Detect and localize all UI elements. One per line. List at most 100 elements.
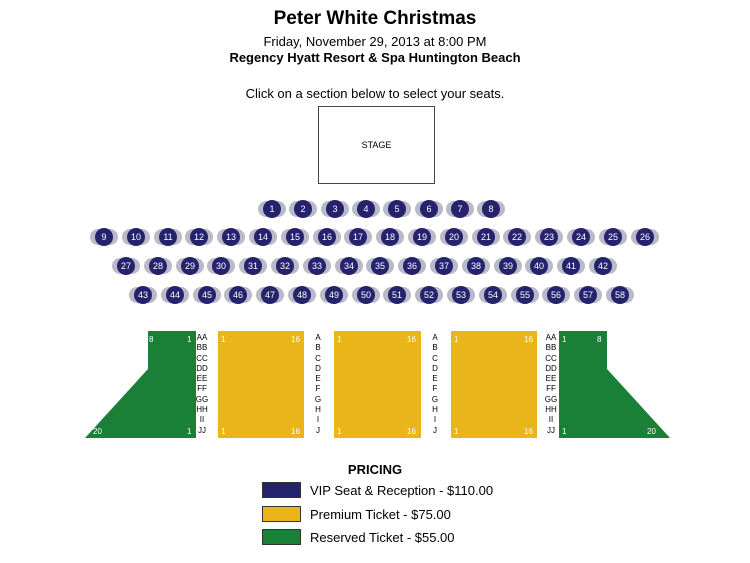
- vip-table[interactable]: 25: [599, 227, 627, 247]
- vip-table[interactable]: 22: [503, 227, 531, 247]
- table-number: 6: [420, 200, 438, 218]
- vip-table[interactable]: 52: [415, 285, 443, 305]
- vip-table[interactable]: 35: [366, 256, 394, 276]
- vip-table[interactable]: 42: [589, 256, 617, 276]
- vip-table[interactable]: 14: [249, 227, 277, 247]
- vip-table[interactable]: 56: [542, 285, 570, 305]
- seat-number-label: 1: [187, 335, 192, 344]
- row-label: C: [315, 353, 321, 363]
- table-number: 7: [451, 200, 469, 218]
- vip-table[interactable]: 16: [313, 227, 341, 247]
- vip-table[interactable]: 1: [258, 199, 286, 219]
- vip-table[interactable]: 24: [567, 227, 595, 247]
- vip-table[interactable]: 45: [193, 285, 221, 305]
- seat-number-label: 1: [454, 335, 459, 344]
- vip-table[interactable]: 46: [224, 285, 252, 305]
- vip-table[interactable]: 49: [320, 285, 348, 305]
- vip-table[interactable]: 31: [239, 256, 267, 276]
- row-label: GG: [195, 394, 209, 404]
- vip-table[interactable]: 47: [256, 285, 284, 305]
- vip-table[interactable]: 8: [477, 199, 505, 219]
- seat-number-label: 1: [221, 427, 226, 436]
- vip-table[interactable]: 38: [462, 256, 490, 276]
- table-number: 58: [611, 286, 629, 304]
- vip-table[interactable]: 28: [144, 256, 172, 276]
- table-number: 51: [388, 286, 406, 304]
- stage-label: STAGE: [361, 140, 392, 150]
- row-label: HH: [545, 405, 557, 415]
- vip-table[interactable]: 37: [430, 256, 458, 276]
- vip-table[interactable]: 13: [217, 227, 245, 247]
- table-number: 25: [604, 228, 622, 246]
- row-label: I: [316, 415, 320, 425]
- table-number: 28: [149, 257, 167, 275]
- vip-table[interactable]: 7: [446, 199, 474, 219]
- vip-table[interactable]: 9: [90, 227, 118, 247]
- row-label: GG: [544, 394, 558, 404]
- row-label: E: [315, 374, 321, 384]
- legend-label: Reserved Ticket - $55.00: [310, 529, 455, 545]
- vip-table[interactable]: 10: [122, 227, 150, 247]
- vip-table[interactable]: 5: [383, 199, 411, 219]
- table-number: 53: [452, 286, 470, 304]
- table-number: 52: [420, 286, 438, 304]
- row-label: F: [315, 384, 321, 394]
- vip-table[interactable]: 4: [352, 199, 380, 219]
- vip-table[interactable]: 57: [574, 285, 602, 305]
- vip-table[interactable]: 58: [606, 285, 634, 305]
- vip-table[interactable]: 19: [408, 227, 436, 247]
- vip-table[interactable]: 23: [535, 227, 563, 247]
- table-number: 42: [594, 257, 612, 275]
- vip-table[interactable]: 43: [129, 285, 157, 305]
- table-number: 40: [530, 257, 548, 275]
- vip-table[interactable]: 2: [289, 199, 317, 219]
- table-number: 23: [540, 228, 558, 246]
- vip-table[interactable]: 3: [321, 199, 349, 219]
- section-reserved-left[interactable]: [85, 331, 196, 438]
- vip-table[interactable]: 6: [415, 199, 443, 219]
- row-label: DD: [196, 363, 208, 373]
- event-venue: Regency Hyatt Resort & Spa Huntington Be…: [229, 50, 521, 65]
- section-premium-left[interactable]: [218, 331, 304, 438]
- section-premium-center[interactable]: [334, 331, 421, 438]
- vip-table[interactable]: 36: [398, 256, 426, 276]
- vip-table[interactable]: 53: [447, 285, 475, 305]
- legend-swatch: [262, 482, 301, 498]
- vip-table[interactable]: 44: [161, 285, 189, 305]
- vip-table[interactable]: 55: [511, 285, 539, 305]
- table-number: 47: [261, 286, 279, 304]
- vip-table[interactable]: 50: [352, 285, 380, 305]
- seat-selection-instructions: Click on a section below to select your …: [245, 86, 505, 101]
- vip-table[interactable]: 27: [112, 256, 140, 276]
- row-label: I: [433, 415, 437, 425]
- table-number: 26: [636, 228, 654, 246]
- section-reserved-right[interactable]: [559, 331, 670, 438]
- vip-table[interactable]: 51: [383, 285, 411, 305]
- seat-number-label: 1: [187, 427, 192, 436]
- vip-table[interactable]: 33: [303, 256, 331, 276]
- vip-table[interactable]: 15: [281, 227, 309, 247]
- vip-table[interactable]: 48: [288, 285, 316, 305]
- vip-table[interactable]: 12: [185, 227, 213, 247]
- event-title: Peter White Christmas: [273, 8, 477, 29]
- vip-table[interactable]: 21: [472, 227, 500, 247]
- vip-table[interactable]: 32: [271, 256, 299, 276]
- vip-table[interactable]: 34: [335, 256, 363, 276]
- vip-table[interactable]: 18: [376, 227, 404, 247]
- vip-table[interactable]: 39: [494, 256, 522, 276]
- section-premium-right[interactable]: [451, 331, 537, 438]
- vip-table[interactable]: 41: [557, 256, 585, 276]
- row-labels-reserved-left: AA BB CC DD EE FF GG HH II JJ: [192, 333, 212, 436]
- row-label: AA: [545, 333, 557, 342]
- table-number: 34: [340, 257, 358, 275]
- vip-table[interactable]: 40: [525, 256, 553, 276]
- vip-table[interactable]: 30: [207, 256, 235, 276]
- vip-table[interactable]: 11: [154, 227, 182, 247]
- vip-table[interactable]: 54: [479, 285, 507, 305]
- seat-number-label: 16: [407, 427, 416, 436]
- row-label: F: [432, 384, 438, 394]
- vip-table[interactable]: 26: [631, 227, 659, 247]
- vip-table[interactable]: 17: [344, 227, 372, 247]
- vip-table[interactable]: 20: [440, 227, 468, 247]
- vip-table[interactable]: 29: [176, 256, 204, 276]
